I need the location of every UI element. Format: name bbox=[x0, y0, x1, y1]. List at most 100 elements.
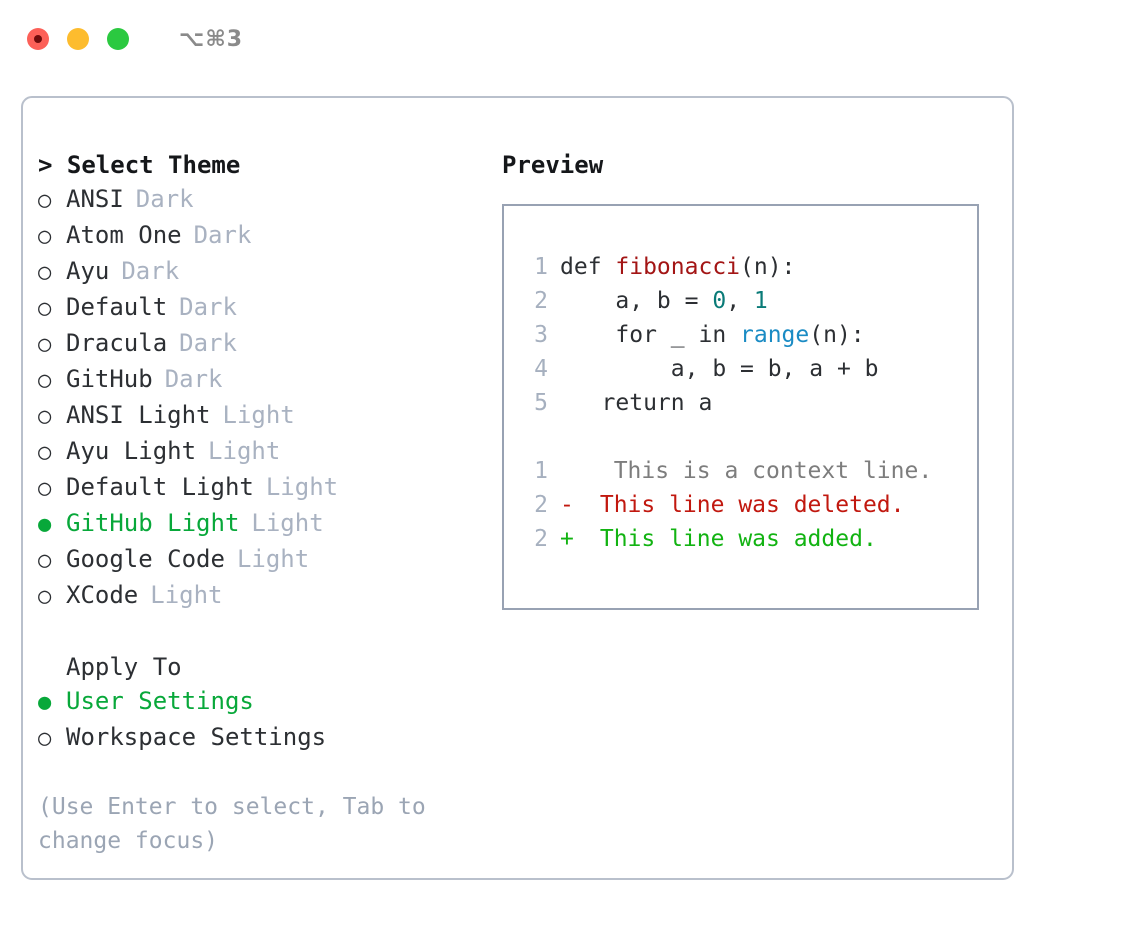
diff-line: 1 This is a context line. bbox=[522, 454, 977, 488]
radio-unselected-icon[interactable]: ○ bbox=[38, 726, 52, 751]
line-number: 3 bbox=[534, 322, 548, 348]
apply-to-option[interactable]: ○ Workspace Settings bbox=[38, 720, 493, 756]
theme-list-item[interactable]: ○ Default Light Light bbox=[38, 470, 493, 506]
line-number: 4 bbox=[534, 356, 548, 382]
diff-line: 2+ This line was added. bbox=[522, 522, 977, 556]
code-text: a, b = 0, 1 bbox=[560, 284, 767, 318]
theme-list-item[interactable]: ○ Ayu Light Light bbox=[38, 434, 493, 470]
apply-to-options[interactable]: ● User Settings ○ Workspace Settings bbox=[38, 684, 493, 756]
recording-indicator-icon bbox=[34, 35, 42, 43]
theme-variant-tag: Light bbox=[236, 545, 310, 573]
line-number: 1 bbox=[534, 254, 548, 280]
keyboard-hint: (Use Enter to select, Tab to change focu… bbox=[38, 794, 440, 854]
theme-name: GitHub bbox=[66, 365, 153, 393]
theme-name: GitHub Light bbox=[66, 509, 240, 537]
theme-variant-tag: Light bbox=[150, 581, 223, 609]
spacer bbox=[38, 614, 493, 650]
theme-variant-tag: Dark bbox=[164, 365, 223, 393]
diff-marker: - bbox=[560, 492, 574, 518]
code-text: return a bbox=[560, 386, 713, 420]
theme-variant-tag: Light bbox=[208, 437, 281, 465]
theme-variant-tag: Light bbox=[222, 401, 295, 429]
apply-to-label: User Settings bbox=[66, 687, 254, 715]
theme-name: XCode bbox=[66, 581, 139, 609]
code-text: def fibonacci(n): bbox=[560, 250, 795, 284]
radio-unselected-icon[interactable]: ○ bbox=[38, 188, 52, 213]
line-number: 1 bbox=[534, 458, 548, 484]
code-token-plain: for _ in bbox=[560, 322, 741, 348]
theme-name: ANSI Light bbox=[66, 401, 211, 429]
code-token-plain: (n): bbox=[740, 254, 796, 280]
radio-unselected-icon[interactable]: ○ bbox=[38, 224, 52, 249]
radio-unselected-icon[interactable]: ○ bbox=[38, 260, 52, 285]
theme-name: ANSI bbox=[66, 185, 124, 213]
code-line: 5 return a bbox=[522, 386, 977, 420]
code-line: 4 a, b = b, a + b bbox=[522, 352, 977, 386]
theme-variant-tag: Dark bbox=[179, 329, 237, 357]
code-token-plain: def bbox=[560, 254, 616, 280]
diff-text: This line was added. bbox=[586, 526, 877, 552]
code-token-fn: fibonacci bbox=[615, 254, 741, 280]
theme-name: Default bbox=[66, 293, 168, 321]
radio-unselected-icon[interactable]: ○ bbox=[38, 476, 52, 501]
radio-selected-icon[interactable]: ● bbox=[38, 690, 52, 715]
radio-unselected-icon[interactable]: ○ bbox=[38, 332, 52, 357]
theme-list-item[interactable]: ○ Default Dark bbox=[38, 290, 493, 326]
diff-sample: 1 This is a context line.2- This line wa… bbox=[522, 454, 977, 556]
theme-name: Ayu bbox=[66, 257, 110, 285]
theme-variant-tag: Dark bbox=[179, 293, 237, 321]
apply-to-label: Workspace Settings bbox=[66, 723, 327, 751]
diff-marker: + bbox=[560, 526, 574, 552]
select-theme-header: > Select Theme bbox=[38, 151, 241, 179]
theme-name: Atom One bbox=[66, 221, 182, 249]
radio-selected-icon[interactable]: ● bbox=[38, 512, 52, 537]
code-line: 2 a, b = 0, 1 bbox=[522, 284, 977, 318]
theme-list-item[interactable]: ○ Google Code Light bbox=[38, 542, 493, 578]
theme-name: Default Light bbox=[66, 473, 254, 501]
code-token-plain: (n): bbox=[809, 322, 865, 348]
code-token-plain: return a bbox=[560, 390, 713, 416]
radio-unselected-icon[interactable]: ○ bbox=[38, 440, 52, 465]
diff-marker bbox=[560, 454, 586, 488]
theme-name: Google Code bbox=[66, 545, 225, 573]
radio-unselected-icon[interactable]: ○ bbox=[38, 548, 52, 573]
theme-list-item[interactable]: ○ ANSI Light Light bbox=[38, 398, 493, 434]
theme-list-item[interactable]: ○ GitHub Dark bbox=[38, 362, 493, 398]
window-controls bbox=[27, 28, 129, 50]
diff-line: 2- This line was deleted. bbox=[522, 488, 977, 522]
radio-unselected-icon[interactable]: ○ bbox=[38, 296, 52, 321]
code-token-call: range bbox=[740, 322, 810, 348]
radio-unselected-icon[interactable]: ○ bbox=[38, 404, 52, 429]
keyboard-shortcut-label: ⌥⌘3 bbox=[179, 26, 244, 52]
radio-unselected-icon[interactable]: ○ bbox=[38, 368, 52, 393]
minimize-button[interactable] bbox=[67, 28, 89, 50]
theme-list-item[interactable]: ○ ANSI Dark bbox=[38, 182, 493, 218]
code-text: a, b = b, a + b bbox=[560, 352, 879, 386]
theme-variant-tag: Dark bbox=[135, 185, 194, 213]
radio-unselected-icon[interactable]: ○ bbox=[38, 584, 52, 609]
code-token-num: 0 bbox=[712, 288, 727, 314]
code-line: 3 for _ in range(n): bbox=[522, 318, 977, 352]
apply-to-option[interactable]: ● User Settings bbox=[38, 684, 493, 720]
theme-name: Ayu Light bbox=[66, 437, 197, 465]
preview-title: Preview bbox=[502, 151, 604, 179]
theme-variant-tag: Light bbox=[265, 473, 339, 501]
code-token-plain: a, b = b, a + b bbox=[560, 356, 879, 382]
close-button[interactable] bbox=[27, 28, 49, 50]
title-bar: ⌥⌘3 bbox=[0, 0, 1140, 78]
maximize-button[interactable] bbox=[107, 28, 129, 50]
code-text: for _ in range(n): bbox=[560, 318, 865, 352]
apply-to-header: Apply To bbox=[66, 653, 182, 681]
theme-list-item[interactable]: ○ XCode Light bbox=[38, 578, 493, 614]
